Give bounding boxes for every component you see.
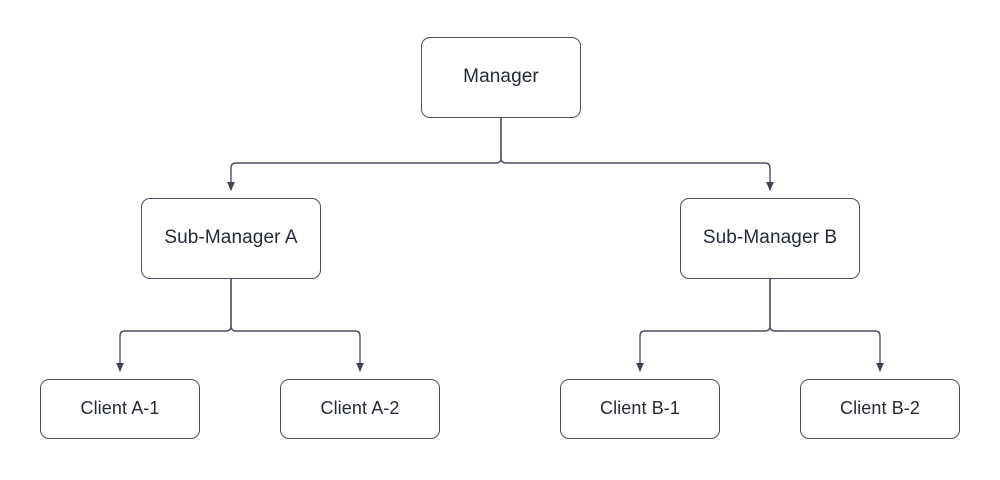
edge-manager-to-sub-manager-a <box>226 118 502 191</box>
node-sub-manager-b-label: Sub-Manager B <box>702 227 838 249</box>
node-client-a-1[interactable]: Client A-1 <box>40 379 200 439</box>
node-sub-manager-a[interactable]: Sub-Manager A <box>141 198 321 279</box>
node-client-b-1[interactable]: Client B-1 <box>560 379 720 439</box>
node-sub-manager-a-label: Sub-Manager A <box>164 227 298 249</box>
edge-sub-manager-a-to-client-a2 <box>230 279 365 372</box>
node-sub-manager-b[interactable]: Sub-Manager B <box>680 198 860 279</box>
edge-sub-manager-b-to-client-b1 <box>635 279 771 372</box>
node-client-a-2-label: Client A-2 <box>320 398 400 419</box>
node-client-b-1-label: Client B-1 <box>599 398 681 419</box>
edge-sub-manager-a-to-client-a1 <box>115 279 232 372</box>
node-client-b-2[interactable]: Client B-2 <box>800 379 960 439</box>
node-manager[interactable]: Manager <box>421 37 581 118</box>
node-client-b-2-label: Client B-2 <box>839 398 921 419</box>
node-client-a-2[interactable]: Client A-2 <box>280 379 440 439</box>
edge-sub-manager-b-to-client-b2 <box>769 279 885 372</box>
edge-manager-to-sub-manager-b <box>500 118 775 191</box>
node-client-a-1-label: Client A-1 <box>80 398 160 419</box>
node-manager-label: Manager <box>463 66 539 88</box>
